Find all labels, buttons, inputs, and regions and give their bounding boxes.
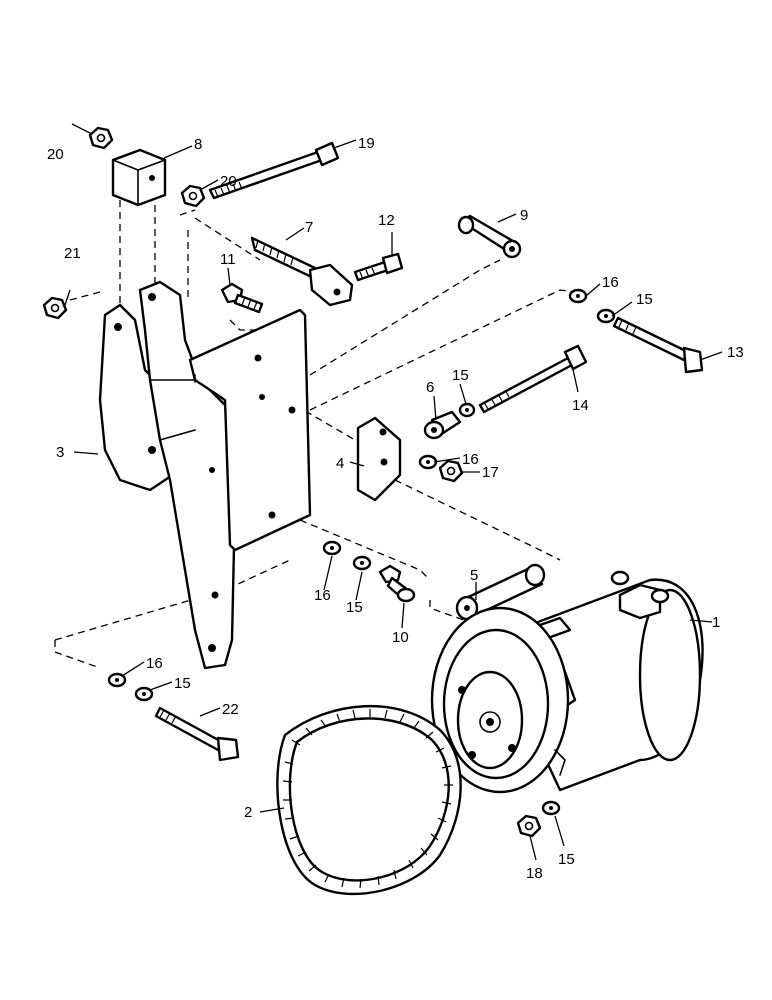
washers bbox=[107, 288, 616, 816]
spacer-9 bbox=[457, 214, 522, 259]
callout-3: 3 bbox=[56, 444, 64, 461]
bolt-12 bbox=[353, 252, 404, 282]
callout-labels: 20 8 20 19 21 11 7 12 9 16 15 13 3 6 15 … bbox=[47, 135, 744, 882]
callout-11: 11 bbox=[220, 251, 236, 268]
callout-21: 21 bbox=[64, 245, 81, 262]
callout-17: 17 bbox=[482, 464, 499, 481]
callout-15: 15 bbox=[558, 851, 575, 868]
callout-7: 7 bbox=[305, 219, 313, 236]
callout-20: 20 bbox=[47, 146, 64, 163]
spacer-6 bbox=[423, 410, 462, 440]
adjuster-7 bbox=[250, 236, 354, 307]
callout-18: 18 bbox=[526, 865, 543, 882]
block bbox=[111, 148, 167, 207]
drive-belt bbox=[276, 705, 462, 896]
callout-13: 13 bbox=[727, 344, 744, 361]
callout-2: 2 bbox=[244, 804, 252, 821]
compressor bbox=[430, 570, 704, 794]
mounting-plate bbox=[188, 308, 312, 552]
callout-8: 8 bbox=[194, 136, 202, 153]
callout-14: 14 bbox=[572, 397, 589, 414]
spacer-5 bbox=[455, 563, 546, 621]
small-bracket bbox=[356, 416, 402, 502]
callout-15: 15 bbox=[636, 291, 653, 308]
callout-10: 10 bbox=[392, 629, 409, 646]
callout-1: 1 bbox=[712, 614, 720, 631]
bolt-22 bbox=[154, 706, 240, 762]
callout-15: 15 bbox=[174, 675, 191, 692]
callout-15: 15 bbox=[346, 599, 363, 616]
callout-5: 5 bbox=[470, 567, 478, 584]
bolt-11 bbox=[220, 282, 264, 314]
bolt-10 bbox=[378, 564, 416, 603]
callout-12: 12 bbox=[378, 212, 395, 229]
callout-16: 16 bbox=[602, 274, 619, 291]
nut-18 bbox=[516, 814, 542, 838]
callout-20: 20 bbox=[220, 173, 237, 190]
bolt-13 bbox=[612, 316, 704, 374]
callout-19: 19 bbox=[358, 135, 375, 152]
callout-4: 4 bbox=[336, 455, 344, 472]
nut-17 bbox=[438, 459, 464, 483]
callout-16: 16 bbox=[462, 451, 479, 468]
main-bracket bbox=[98, 280, 237, 670]
callout-15: 15 bbox=[452, 367, 469, 384]
callout-22: 22 bbox=[222, 701, 239, 718]
bolt-14 bbox=[478, 344, 588, 414]
bolt-19 bbox=[208, 141, 340, 200]
callout-16: 16 bbox=[314, 587, 331, 604]
nut-20-top bbox=[88, 126, 114, 150]
callout-6: 6 bbox=[426, 379, 434, 396]
nut-20-right bbox=[180, 184, 206, 208]
leader-lines bbox=[63, 123, 723, 861]
callout-16: 16 bbox=[146, 655, 163, 672]
callout-9: 9 bbox=[520, 207, 528, 224]
nut-21 bbox=[42, 296, 68, 320]
